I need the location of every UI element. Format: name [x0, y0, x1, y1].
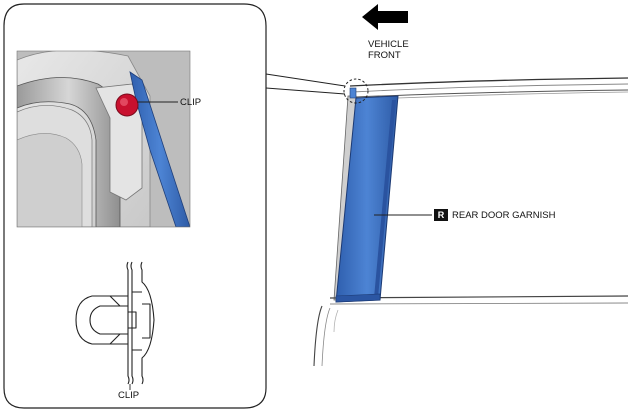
clip-location-circle [343, 78, 369, 104]
clip-detail-view [17, 51, 190, 227]
clip-marker [115, 93, 139, 117]
clip-section-label: CLIP [118, 390, 140, 401]
removal-order-badge: R [434, 209, 448, 221]
callout-leader-upper [265, 73, 346, 87]
rear-door-garnish-label: R REAR DOOR GARNISH [434, 209, 555, 221]
arrow-left-icon [362, 4, 408, 30]
vehicle-front-label: VEHICLE FRONT [368, 39, 409, 61]
clip-detail-label: CLIP [180, 97, 202, 108]
vehicle-front-label-line1: VEHICLE [368, 39, 409, 50]
vehicle-front-label-line2: FRONT [368, 50, 401, 61]
callout-leader-lower [265, 87, 346, 95]
rear-door-garnish-text: REAR DOOR GARNISH [452, 209, 556, 221]
vehicle-body [313, 77, 628, 367]
clip-cross-section [75, 261, 155, 385]
